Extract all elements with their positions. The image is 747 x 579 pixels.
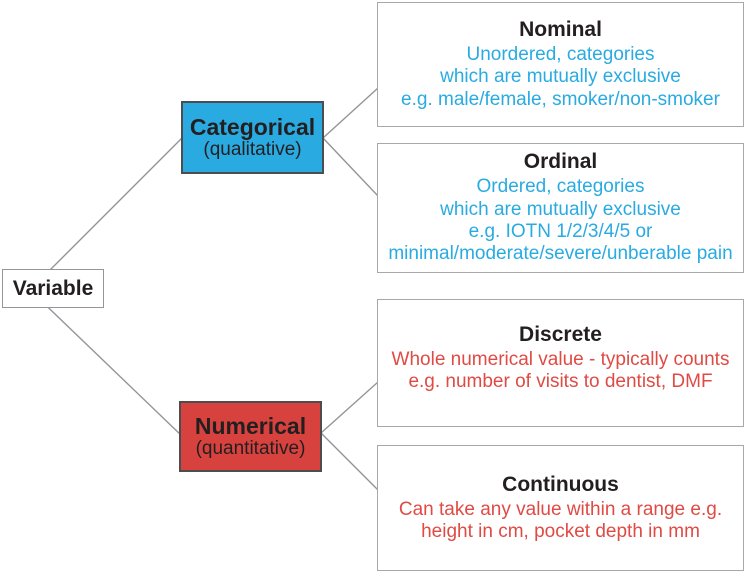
node-continuous-title: Continuous [502, 472, 619, 496]
node-categorical: Categorical (qualitative) [181, 101, 324, 174]
connector-categorical-nominal [322, 87, 379, 139]
node-nominal: Nominal Unordered, categories which are … [377, 2, 744, 127]
node-ordinal-example-line: e.g. IOTN 1/2/3/4/5 or [468, 221, 653, 243]
connector-variable-categorical [29, 136, 184, 291]
node-variable-label: Variable [12, 276, 94, 300]
node-nominal-desc-line: which are mutually exclusive [440, 66, 681, 88]
node-discrete-desc-line: Whole numerical value - typically counts [391, 348, 730, 370]
node-ordinal-desc-line: Ordered, categories [476, 176, 645, 198]
node-numerical: Numerical (quantitative) [179, 401, 322, 472]
node-variable: Variable [2, 269, 104, 308]
node-ordinal-desc-line: which are mutually exclusive [440, 198, 681, 220]
node-continuous: Continuous Can take any value within a r… [377, 445, 744, 571]
node-ordinal-title: Ordinal [523, 150, 598, 174]
node-nominal-desc-line: Unordered, categories [466, 43, 655, 65]
connector-numerical-discrete [320, 381, 379, 434]
node-continuous-desc-line: Can take any value within a range e.g. [398, 498, 723, 520]
node-nominal-title: Nominal [519, 17, 602, 41]
node-categorical-label: Categorical [189, 114, 316, 141]
node-discrete-example-line: e.g. number of visits to dentist, DMF [408, 371, 713, 393]
node-numerical-label: Numerical [194, 413, 307, 440]
connector-numerical-continuous [320, 432, 379, 491]
node-continuous-example-line: height in cm, pocket depth in mm [421, 521, 700, 543]
node-ordinal: Ordinal Ordered, categories which are mu… [377, 143, 744, 273]
node-nominal-example-line: e.g. male/female, smoker/non-smoker [401, 88, 720, 110]
connector-categorical-ordinal [322, 137, 379, 197]
node-discrete: Discrete Whole numerical value - typical… [377, 299, 744, 427]
node-ordinal-example-line: minimal/moderate/severe/unberable pain [388, 243, 733, 265]
node-numerical-sublabel: (quantitative) [195, 437, 306, 459]
node-discrete-title: Discrete [519, 322, 602, 346]
node-categorical-sublabel: (qualitative) [203, 138, 302, 160]
connector-variable-numerical [29, 289, 184, 438]
